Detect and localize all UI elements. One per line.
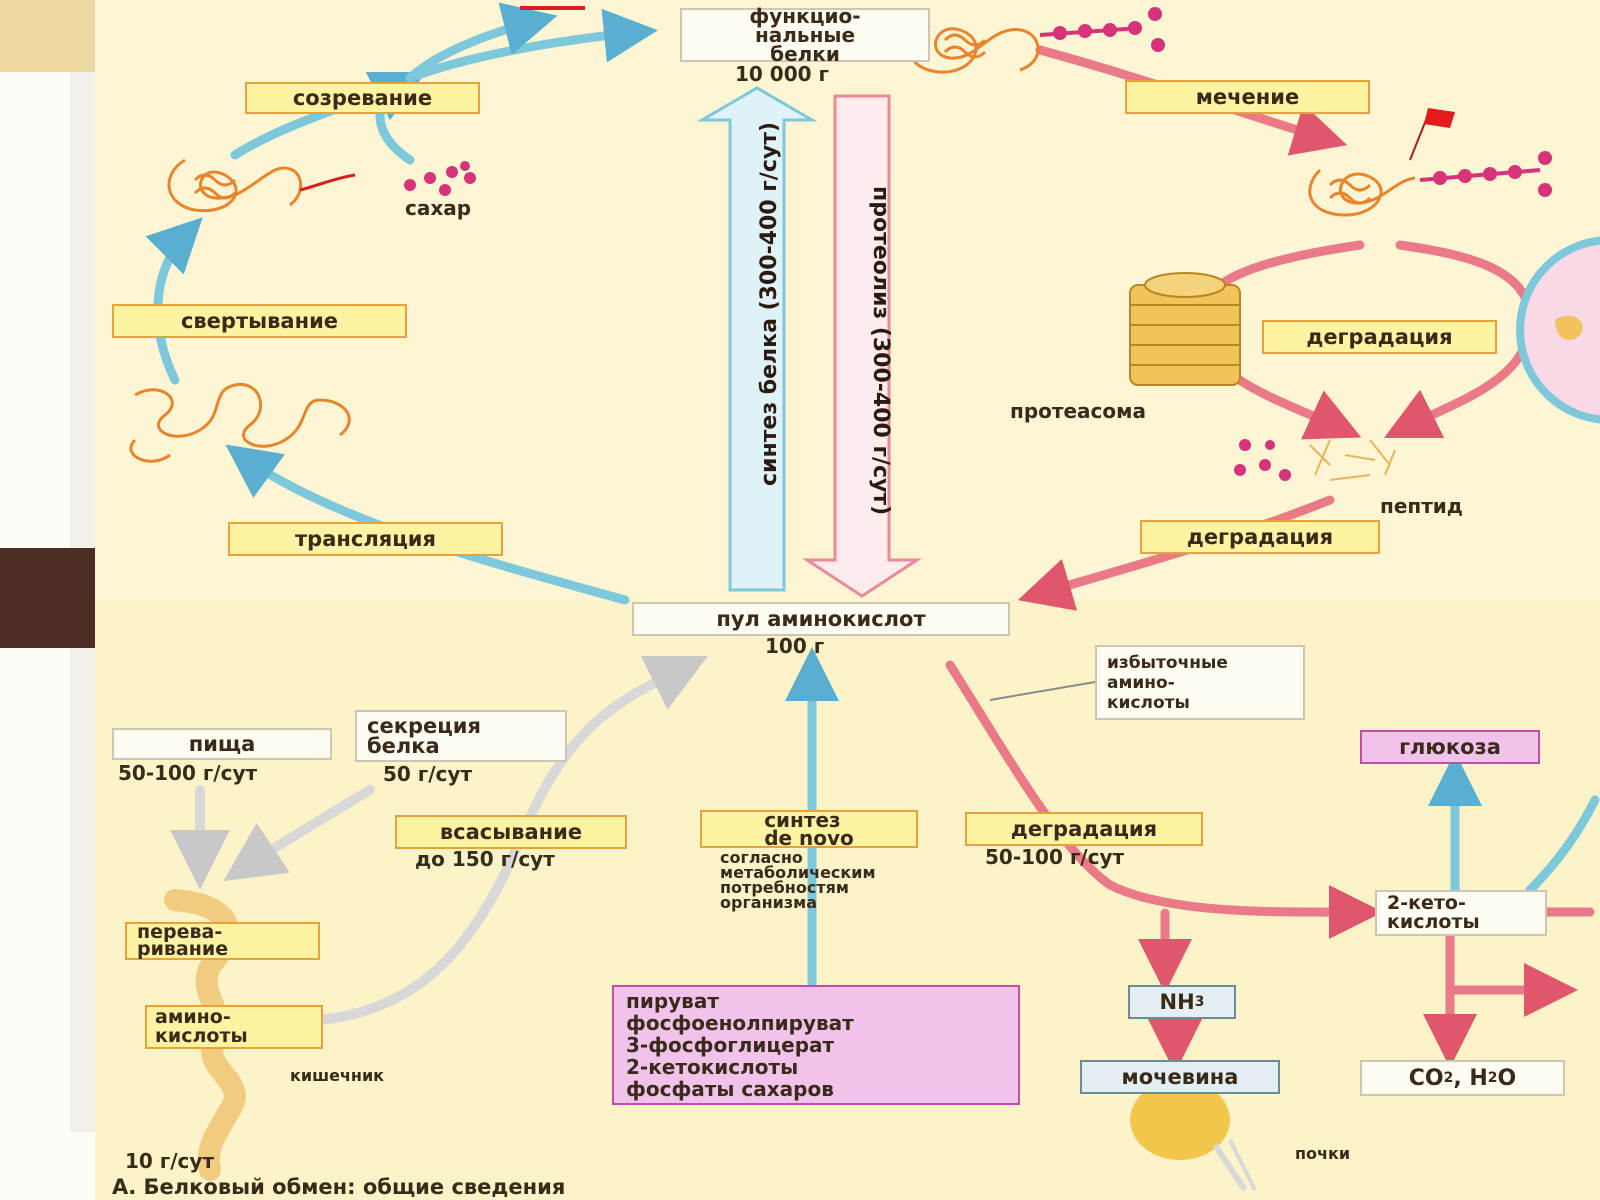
sugar-label: сахар	[405, 196, 472, 220]
labeling-label: мечение	[1125, 80, 1370, 114]
kidneys-icon	[1130, 1080, 1257, 1192]
absorption-rate: до 150 г/сут	[415, 847, 555, 871]
precursor-item: фосфоенолпируват	[626, 1011, 854, 1035]
mature-protein-icon	[908, 23, 1040, 74]
amino-acids-label: амино- кислоты	[145, 1005, 323, 1049]
degradation-3-label: деградация	[965, 812, 1203, 846]
de-novo-label: синтез de novo	[700, 810, 918, 848]
precursor-item: 2-кетокислоты	[626, 1055, 799, 1079]
slide-frame	[0, 0, 95, 1200]
synthesis-arrow	[696, 86, 818, 592]
ammonia-text: NH	[1159, 990, 1195, 1014]
glucose-arrows	[1428, 752, 1600, 895]
maturation-label: созревание	[245, 82, 480, 114]
precursor-item: пируват	[626, 989, 719, 1013]
amino-acid-pool-label: пул аминокислот	[632, 602, 1010, 636]
h2o-prefix: , H	[1453, 1065, 1488, 1091]
precursors-box: пируват фосфоенолпируват 3-фосфоглицерат…	[612, 985, 1020, 1105]
excretion-rate: 10 г/сут	[125, 1149, 215, 1173]
secretion-rate: 50 г/сут	[383, 762, 473, 786]
unfolded-chain-icon	[129, 383, 351, 463]
translation-label: трансляция	[228, 522, 503, 556]
proteasome-icon	[1129, 272, 1241, 386]
absorption-label: всасывание	[395, 815, 627, 849]
glucose-label: глюкоза	[1360, 730, 1540, 764]
digestion-label: перева- ривание	[125, 922, 320, 960]
peptide-label: пептид	[1380, 494, 1463, 518]
frame-dark-block	[0, 548, 95, 648]
figure-caption: А. Белковый обмен: общие сведения	[112, 1175, 566, 1199]
labeled-protein-icon	[1308, 168, 1416, 217]
food-rate: 50-100 г/сут	[118, 761, 258, 785]
ammonia-subscript: 3	[1194, 994, 1205, 1010]
precursor-item: 3-фосфоглицерат	[626, 1033, 835, 1057]
precursor-item: фосфаты сахаров	[626, 1077, 834, 1101]
degradation-2-label: деградация	[1140, 520, 1380, 554]
sugar-dots-icon	[404, 161, 476, 196]
excess-pointer-line	[989, 681, 1096, 701]
kidneys-label: почки	[1295, 1144, 1351, 1163]
frame-top-stripe	[0, 0, 95, 72]
proteolysis-arrow	[801, 94, 923, 598]
proteolysis-rate-label: протеолиз (300-400 г/сут)	[868, 186, 893, 516]
degradation-1-label: деградация	[1262, 320, 1497, 354]
folded-protein-icon	[167, 158, 356, 213]
co2-text: CO	[1408, 1065, 1444, 1091]
food-label: пища	[112, 728, 332, 760]
synthesis-rate-label: синтез белка (300-400 г/сут)	[757, 121, 782, 486]
de-novo-note: согласно метаболическим потребностям орг…	[720, 848, 876, 912]
red-flag-icon	[1409, 108, 1455, 161]
h2o-subscript: 2	[1487, 1070, 1498, 1086]
peptide-fragments-icon	[1309, 439, 1396, 481]
lysosome-icon	[1516, 236, 1600, 424]
degradation-arrows	[945, 660, 1595, 1073]
excess-amino-acids-label: избыточные амино- кислоты	[1095, 645, 1305, 720]
amino-dots-icon	[1234, 439, 1291, 481]
sugar-chain-2-icon	[1419, 151, 1552, 197]
functional-proteins-mass: 10 000 г	[735, 62, 829, 86]
sugar-chain-icon	[1039, 7, 1165, 52]
protein-secretion-label: секреция белка	[355, 710, 567, 762]
proteasome-label: протеасома	[1010, 399, 1146, 423]
degradation-rate: 50-100 г/сут	[985, 845, 1125, 869]
amino-acid-pool-mass: 100 г	[765, 634, 825, 658]
functional-proteins-label: функцио- нальные белки	[680, 6, 930, 64]
urea-label: мочевина	[1080, 1060, 1280, 1094]
intestine-label: кишечник	[290, 1066, 385, 1085]
keto-acids-label: 2-кето- кислоты	[1375, 890, 1547, 936]
co2-subscript: 2	[1443, 1070, 1454, 1086]
folding-label: свертывание	[112, 304, 407, 338]
h2o-suffix: O	[1497, 1065, 1517, 1091]
